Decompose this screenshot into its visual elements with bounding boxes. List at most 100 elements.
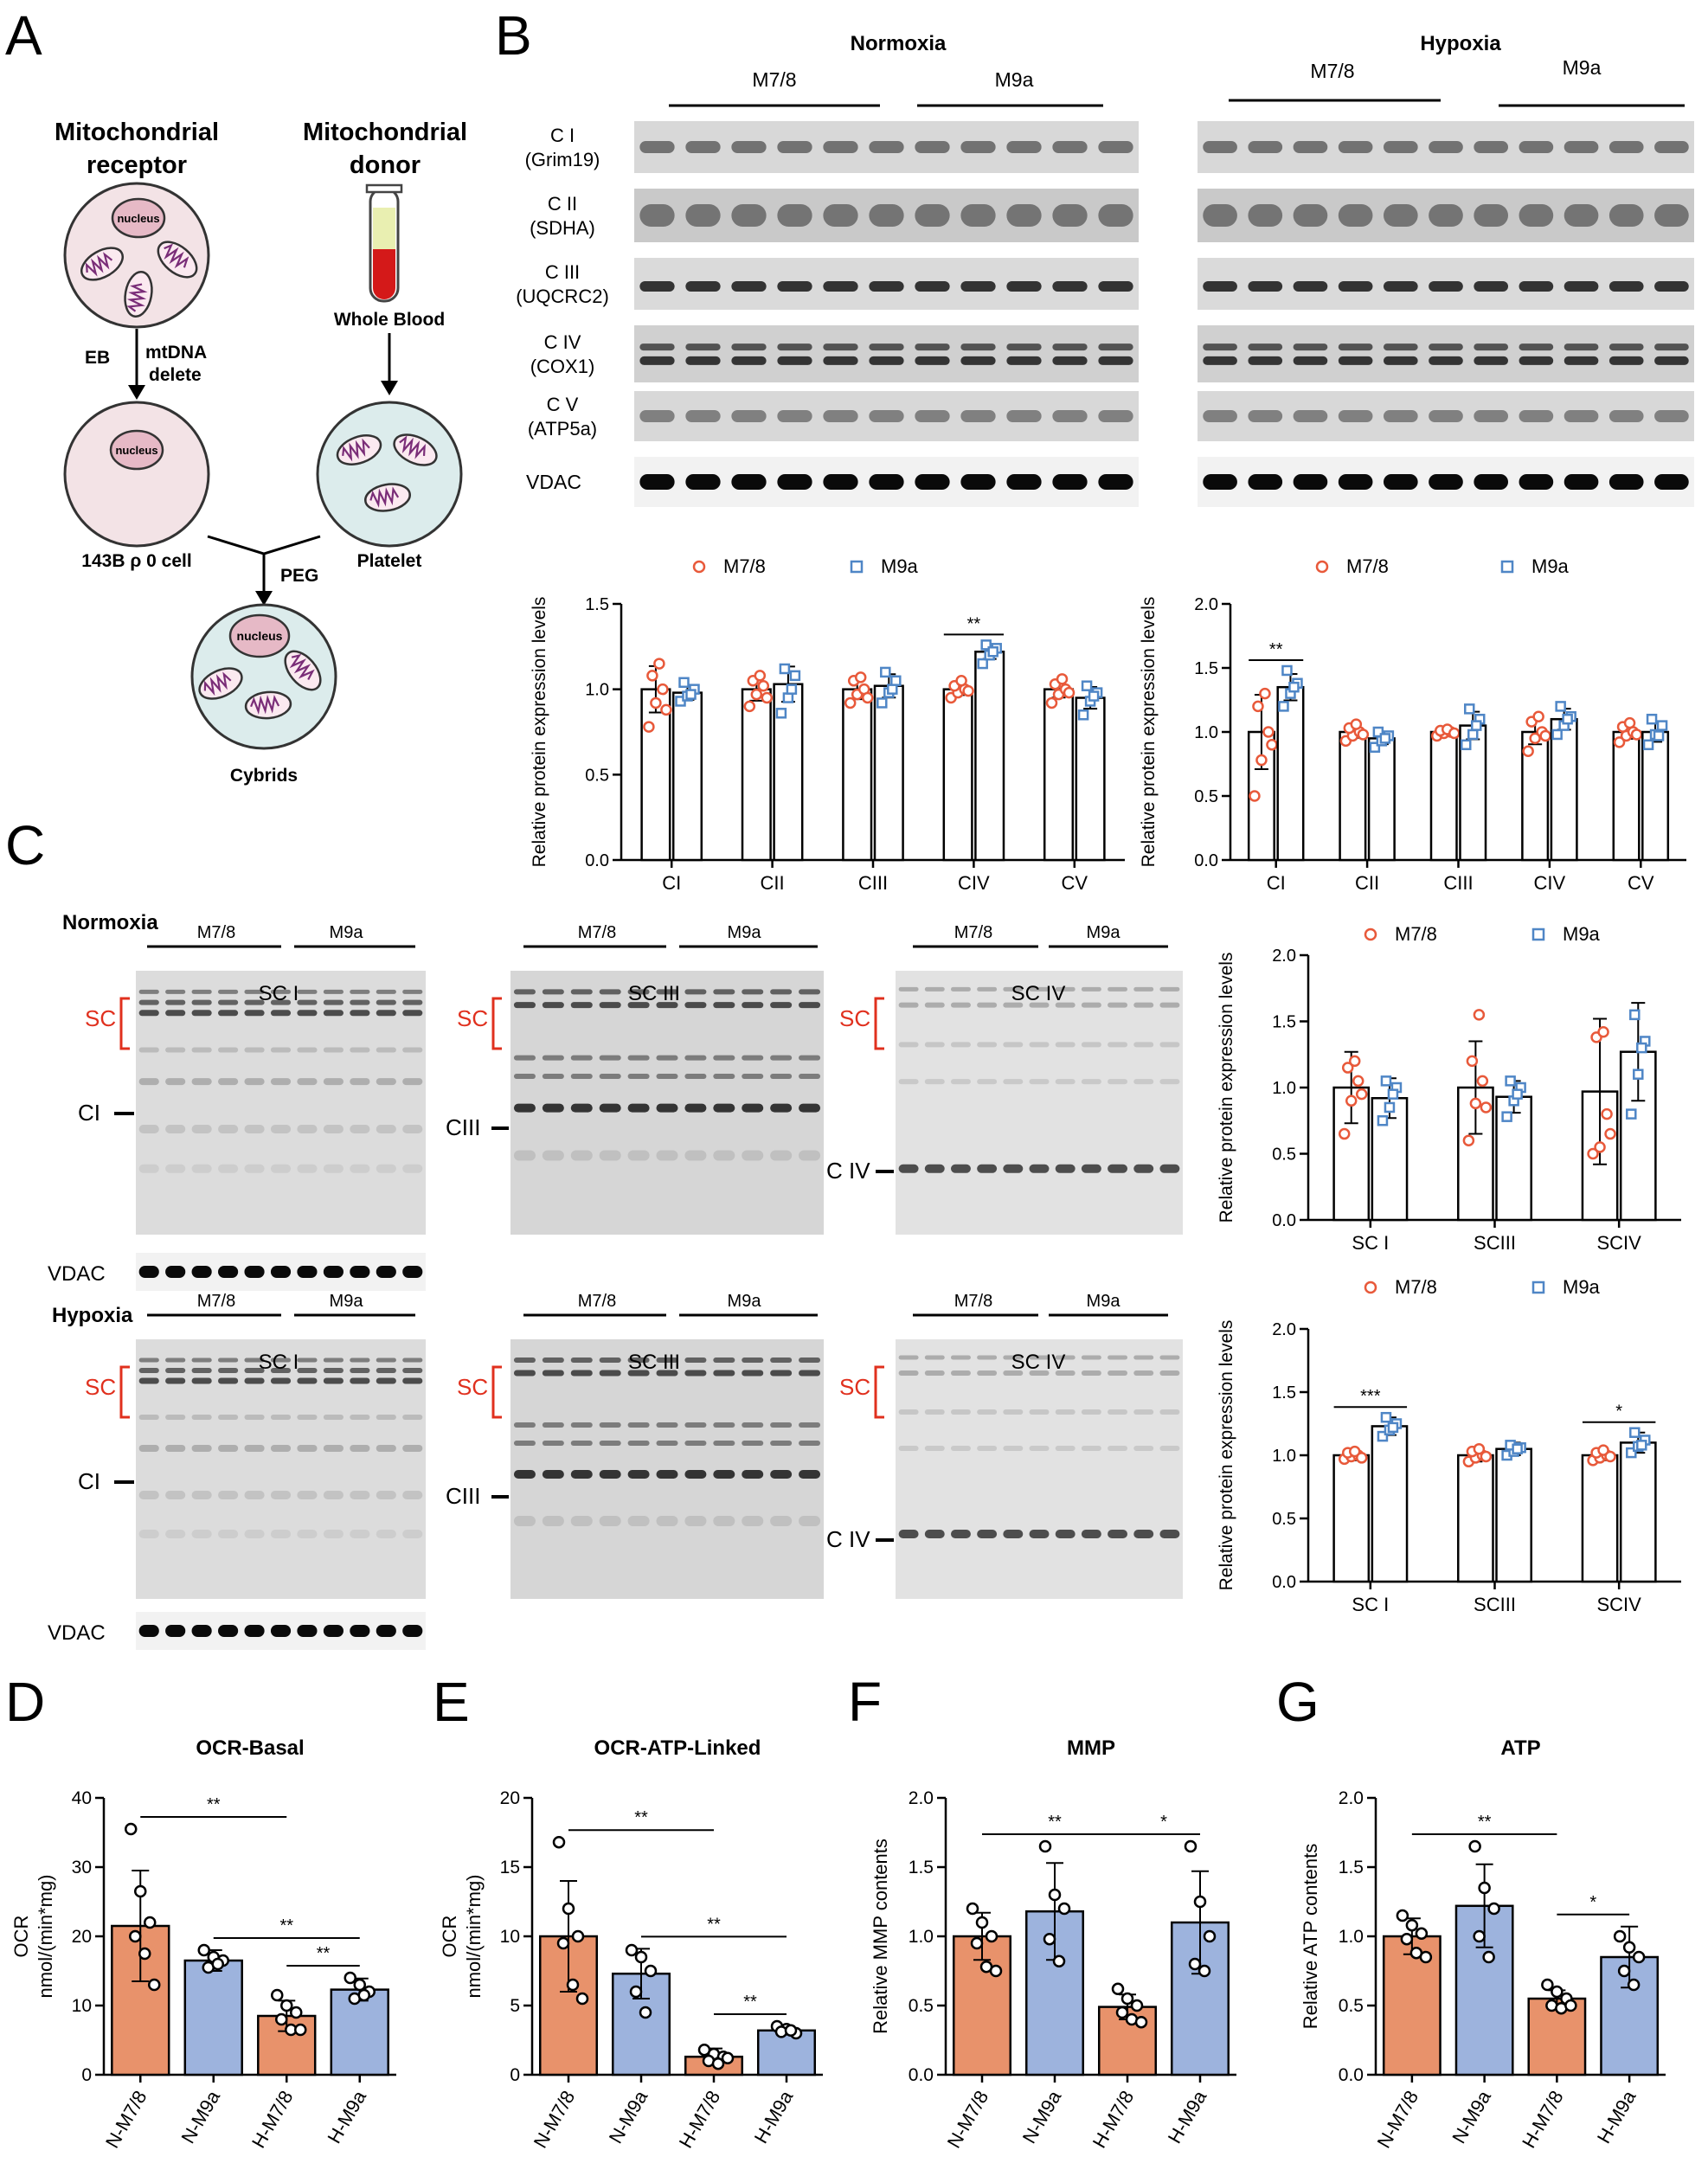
b-n-group1: M7/8 bbox=[752, 68, 796, 91]
chart-f-point bbox=[1048, 1888, 1062, 1902]
b-normoxia-blot-band bbox=[1098, 356, 1133, 365]
c-normoxia-sc3-blot-band bbox=[713, 1055, 735, 1061]
c-normoxia-vdac-blot-band bbox=[297, 1266, 318, 1278]
rho0-cell bbox=[63, 401, 210, 548]
chart-d-point bbox=[134, 1884, 147, 1898]
c-normoxia-sc4-blot-band bbox=[1055, 1042, 1076, 1048]
c-hypoxia-sc4-blot-band bbox=[950, 1409, 971, 1415]
c-hypoxia-sc4-blot-band bbox=[898, 1370, 919, 1376]
c-normoxia-sc1-blot-band bbox=[323, 1078, 344, 1086]
chart-d-point bbox=[197, 1943, 210, 1957]
b-normoxia-blot-band bbox=[685, 474, 721, 490]
b-normoxia-blot-band bbox=[731, 141, 767, 153]
chart-b-normoxia-y-tick-label: 0.0 bbox=[585, 851, 609, 870]
c-hypoxia-sc4-blot-band bbox=[1159, 1409, 1180, 1415]
c-normoxia-sc3-blot-band bbox=[713, 989, 735, 995]
c-hypoxia-sc3-blot-band bbox=[713, 1441, 735, 1446]
chart-b-normoxia-point-m9a bbox=[782, 692, 794, 703]
c-hypoxia-sc3-blot-band bbox=[599, 1470, 621, 1479]
c-hypoxia-sc3-blot-band bbox=[742, 1516, 764, 1526]
chart-b-normoxia-point-m9a bbox=[678, 677, 690, 689]
chart-b-normoxia-bar bbox=[974, 651, 1005, 862]
c-hypoxia-sc4-blot-band bbox=[1003, 1370, 1024, 1376]
b-hypoxia-blot-band bbox=[1519, 410, 1554, 422]
chart-f-point bbox=[1057, 1902, 1071, 1916]
c-hypoxia-sc3-blot-band bbox=[627, 1470, 650, 1479]
c-hypoxia-sc4-blot-band bbox=[924, 1530, 945, 1538]
c-hypoxia-sc4-blot-band bbox=[1081, 1530, 1101, 1538]
c-normoxia-sc1-blot-band bbox=[376, 999, 396, 1005]
b-normoxia-blot-band bbox=[960, 356, 996, 365]
chart-e-point bbox=[644, 1964, 658, 1978]
c-normoxia-sc3-group2: M9a bbox=[728, 923, 762, 942]
chart-b-hypoxia-legend-m78: M7/8 bbox=[1346, 555, 1389, 577]
c-hypoxia-vdac-label: VDAC bbox=[48, 1621, 106, 1645]
b-hypoxia-blot-band bbox=[1519, 141, 1554, 153]
c-normoxia-sc3-blot-band bbox=[542, 1002, 564, 1009]
c-normoxia-sc4-blot-band bbox=[924, 1164, 945, 1173]
b-normoxia-blot-band bbox=[777, 204, 812, 227]
chart-b-normoxia-point-m78 bbox=[653, 658, 665, 670]
b-row-sublabel: (SDHA) bbox=[530, 217, 595, 239]
c-hypoxia-sc1-blot-band bbox=[165, 1377, 186, 1384]
chart-e-point bbox=[639, 2006, 652, 2019]
chart-c-hypoxia-point-m9a bbox=[1387, 1422, 1399, 1434]
chart-c-normoxia-point-m78 bbox=[1466, 1055, 1479, 1068]
c-normoxia-sc3-blot-band bbox=[570, 1103, 593, 1113]
b-normoxia-blot-band bbox=[1006, 410, 1042, 422]
chart-g-point bbox=[1415, 1927, 1429, 1941]
b-normoxia-blot-band bbox=[869, 356, 904, 365]
c-hypoxia-sc4-blot-band bbox=[1003, 1530, 1024, 1538]
c-hypoxia-sc3-blot-band bbox=[656, 1357, 678, 1363]
c-normoxia-sc3-blot-band bbox=[770, 1150, 793, 1161]
chart-g-point bbox=[1613, 1929, 1627, 1943]
b-hypoxia-blot bbox=[1198, 258, 1694, 310]
b-normoxia-blot-band bbox=[777, 410, 812, 422]
c-normoxia-sc4-blot-band bbox=[1029, 1042, 1050, 1048]
b-normoxia-blot-band bbox=[639, 281, 675, 292]
c-normoxia-sc1-blot-band bbox=[191, 1010, 212, 1017]
b-hypoxia-blot-band bbox=[1654, 141, 1689, 153]
b-hypoxia-blot-band bbox=[1203, 281, 1237, 292]
c-normoxia-sc1-blot-band bbox=[165, 1125, 186, 1133]
c-hypoxia-sc4-blot-band bbox=[1108, 1530, 1128, 1538]
c-normoxia-sc3-blot-band bbox=[656, 1103, 678, 1113]
chart-b-normoxia-legend-m78: M7/8 bbox=[723, 555, 766, 577]
chart-b-normoxia-point-m9a bbox=[887, 684, 898, 695]
c-normoxia-sc4-blot-band bbox=[1081, 1079, 1101, 1085]
c-normoxia-sc3-blot-band bbox=[627, 1103, 650, 1113]
c-hypoxia-vdac-blot-band bbox=[218, 1625, 239, 1637]
b-normoxia-blot-band bbox=[960, 474, 996, 490]
b-hypoxia-blot-band bbox=[1429, 410, 1463, 422]
chart-f-point bbox=[1111, 1982, 1125, 1996]
c-hypoxia-sc3-blot-band bbox=[542, 1516, 564, 1526]
chart-b-hypoxia-x-tick-label: CIII bbox=[1443, 872, 1473, 894]
c-hypoxia-sc4-blot-band bbox=[1159, 1530, 1180, 1538]
chart-d-y-label: OCR bbox=[10, 1916, 32, 1958]
c-normoxia-sc4-blot-band bbox=[1133, 1002, 1154, 1008]
c-hypoxia-sc3-blot-band bbox=[742, 1441, 764, 1446]
c-hypoxia-sc3-blot-band bbox=[799, 1370, 821, 1377]
c-hypoxia-sc1-group1: M7/8 bbox=[197, 1292, 235, 1311]
cybrid-nucleus-label: nucleus bbox=[237, 629, 283, 643]
chart-c-hypoxia-legend-m9a: M9a bbox=[1563, 1276, 1601, 1298]
c-hypoxia-sc1-blot-band bbox=[244, 1377, 265, 1384]
chart-b-hypoxia-legend-m9a-marker bbox=[1500, 560, 1514, 574]
c-hypoxia-sc3-blot-band bbox=[799, 1422, 821, 1428]
chart-c-hypoxia-y-label: Relative protein expression levels bbox=[1217, 1320, 1236, 1591]
b-hypoxia-blot-band bbox=[1608, 410, 1644, 422]
c-normoxia-sc1-blot-band bbox=[402, 1047, 423, 1053]
chart-b-normoxia-point-m78 bbox=[750, 688, 763, 701]
c-normoxia-sc1-blot-band bbox=[376, 1047, 396, 1053]
c-normoxia-sc4-blot-band bbox=[1133, 1042, 1154, 1048]
c-normoxia-sc3-blot-band bbox=[599, 1002, 621, 1009]
c-normoxia-sc4-blot-band bbox=[1108, 1042, 1128, 1048]
chart-c-hypoxia-bar bbox=[1581, 1454, 1619, 1583]
b-normoxia-blot-band bbox=[1006, 343, 1042, 351]
c-hypoxia-sc1-blot-band bbox=[165, 1357, 186, 1363]
c-normoxia-sc1-blot-band bbox=[270, 1164, 292, 1173]
chart-d-x-tick-label: N-M9a bbox=[177, 2086, 224, 2147]
